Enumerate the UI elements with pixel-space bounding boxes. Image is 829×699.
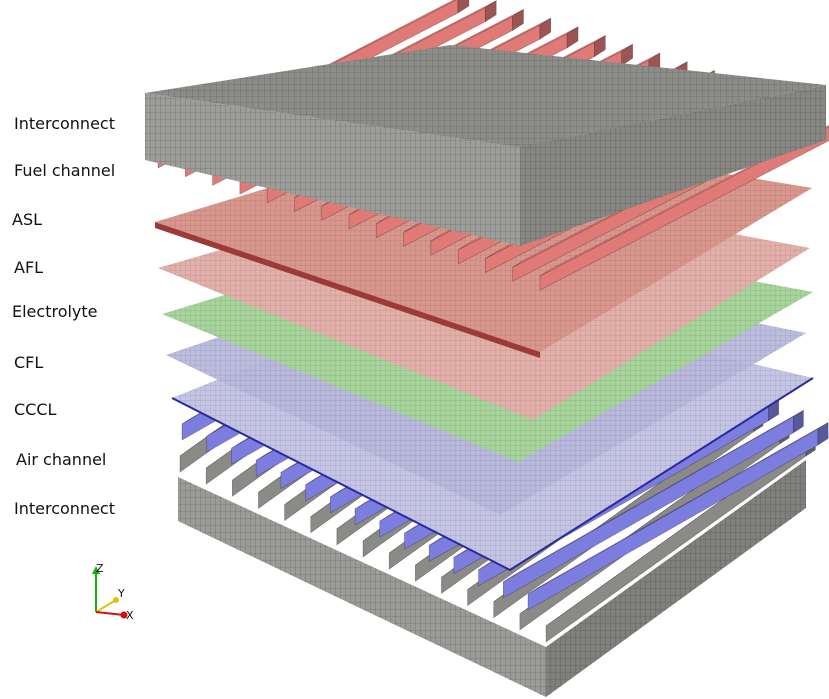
y-axis-line: [95, 599, 117, 613]
fuel-rib-end-4: [566, 26, 579, 49]
x-axis-line: [95, 611, 125, 616]
label-interconnect-bottom: Interconnect: [14, 499, 115, 518]
fuel-rib-end-2: [512, 8, 524, 31]
axis-triad: Z Y X: [92, 562, 134, 622]
label-electrolyte: Electrolyte: [12, 302, 98, 321]
label-asl: ASL: [12, 210, 43, 229]
fuel-rib-end-5: [594, 35, 606, 58]
x-axis-label: X: [126, 609, 134, 622]
label-fuel-channel: Fuel channel: [14, 161, 116, 180]
label-cccl: CCCL: [14, 400, 57, 419]
label-afl: AFL: [14, 258, 44, 277]
top-interconnect: [145, 45, 826, 246]
air-rib-end-13: [792, 409, 804, 434]
fuel-rib-side-14: [539, 126, 829, 291]
fuel-rib-end-0: [457, 0, 470, 14]
y-axis-label: Y: [117, 587, 125, 600]
fuel-rib-end-1: [484, 0, 497, 23]
fuel-rib-end-3: [539, 17, 552, 40]
z-axis-label: Z: [96, 562, 104, 575]
fuel-rib-end-6: [621, 43, 633, 66]
label-interconnect-top: Interconnect: [14, 114, 115, 133]
label-cfl: CFL: [14, 353, 44, 372]
label-air-channel: Air channel: [16, 450, 107, 469]
air-rib-end-14: [817, 421, 829, 446]
